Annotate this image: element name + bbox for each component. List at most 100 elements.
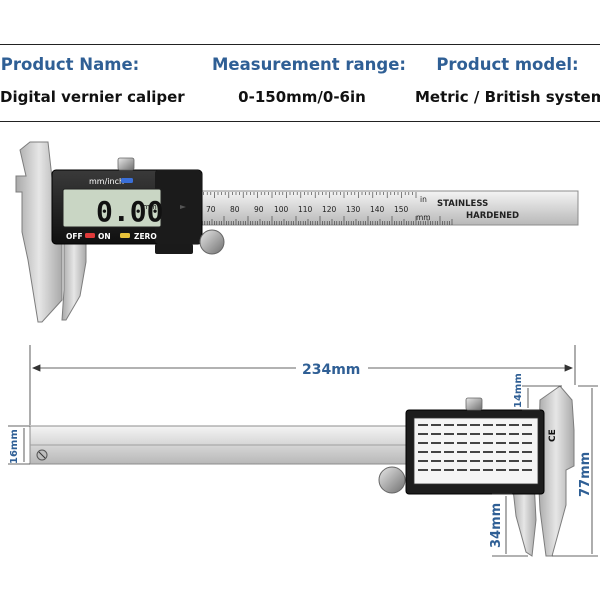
label-text-line bbox=[509, 424, 519, 426]
top-display-body-grip bbox=[155, 170, 201, 244]
scale-num-110: 110 bbox=[298, 205, 313, 214]
label-text-line bbox=[418, 424, 428, 426]
label-text-line bbox=[444, 469, 454, 471]
unit-toggle-button bbox=[121, 178, 133, 183]
beam-text-hardened: HARDENED bbox=[466, 211, 519, 221]
label-text-line bbox=[483, 451, 493, 453]
product-model-label: Product model: bbox=[436, 55, 579, 74]
beam-text-stainless: STAINLESS bbox=[437, 199, 488, 209]
back-label-grid bbox=[418, 424, 532, 471]
label-text-line bbox=[457, 433, 467, 435]
dim-length-label: 234mm bbox=[302, 362, 360, 378]
bottom-thumb-wheel bbox=[378, 466, 406, 494]
label-text-line bbox=[496, 442, 506, 444]
scale-num-70: 70 bbox=[206, 205, 216, 214]
label-text-line bbox=[509, 460, 519, 462]
label-text-line bbox=[509, 442, 519, 444]
top-beam bbox=[194, 190, 579, 226]
measurement-range-value: 0-150mm/0-6in bbox=[238, 88, 366, 106]
top-lock-screw bbox=[117, 157, 135, 171]
dim-total-height-label: 77mm bbox=[578, 452, 593, 497]
label-text-line bbox=[496, 460, 506, 462]
label-text-line bbox=[522, 460, 532, 462]
label-text-line bbox=[483, 460, 493, 462]
scale-num-150: 150 bbox=[394, 205, 409, 214]
lcd-reading: 0.00 bbox=[96, 195, 163, 228]
product-model-value: Metric / British system bbox=[415, 88, 600, 106]
lcd-screen bbox=[62, 188, 162, 228]
label-text-line bbox=[444, 424, 454, 426]
spec-product-name: Product Name: Digital vernier caliper bbox=[0, 45, 185, 121]
label-text-line bbox=[431, 433, 441, 435]
label-text-line bbox=[496, 424, 506, 426]
top-body-bottom-strip bbox=[155, 244, 193, 254]
label-text-line bbox=[522, 433, 532, 435]
label-text-line bbox=[496, 469, 506, 471]
label-text-line bbox=[431, 451, 441, 453]
label-text-line bbox=[444, 460, 454, 462]
lcd-unit: mm bbox=[143, 203, 157, 211]
product-name-label: Product Name: bbox=[0, 55, 140, 74]
caliper-top: 70 80 90 100 110 120 130 140 150 in mm S… bbox=[15, 141, 579, 323]
unit-toggle-label: mm/inch bbox=[89, 177, 124, 186]
label-text-line bbox=[457, 451, 467, 453]
label-text-line bbox=[496, 433, 506, 435]
label-text-line bbox=[418, 433, 428, 435]
label-text-line bbox=[470, 451, 480, 453]
label-text-line bbox=[522, 469, 532, 471]
top-fixed-jaw bbox=[15, 141, 63, 323]
off-button bbox=[85, 233, 95, 238]
top-thumb-wheel bbox=[199, 229, 225, 255]
caliper-bottom: CE bbox=[29, 385, 575, 557]
scale-num-90: 90 bbox=[254, 205, 264, 214]
label-text-line bbox=[522, 424, 532, 426]
label-text-line bbox=[418, 469, 428, 471]
label-text-line bbox=[483, 442, 493, 444]
label-text-line bbox=[431, 424, 441, 426]
label-text-line bbox=[431, 469, 441, 471]
spec-product-model: Product model: Metric / British system bbox=[415, 45, 600, 121]
label-text-line bbox=[483, 424, 493, 426]
dim-upper-jaw-label: 14mm bbox=[513, 373, 524, 408]
bottom-fixed-jaw bbox=[537, 385, 575, 557]
label-text-line bbox=[418, 442, 428, 444]
label-text-line bbox=[457, 442, 467, 444]
label-text-line bbox=[418, 451, 428, 453]
label-text-line bbox=[496, 451, 506, 453]
label-text-line bbox=[444, 442, 454, 444]
product-name-value: Digital vernier caliper bbox=[0, 88, 185, 106]
top-sliding-jaw bbox=[61, 231, 87, 321]
label-text-line bbox=[483, 469, 493, 471]
dim-beam-height-label: 16mm bbox=[9, 429, 20, 464]
label-text-line bbox=[470, 469, 480, 471]
label-text-line bbox=[470, 424, 480, 426]
label-text-line bbox=[444, 451, 454, 453]
on-label: ON bbox=[98, 232, 111, 241]
dimension-lines bbox=[8, 345, 598, 557]
label-text-line bbox=[457, 424, 467, 426]
bottom-lock-screw bbox=[465, 397, 483, 411]
label-text-line bbox=[457, 469, 467, 471]
measurement-range-label: Measurement range: bbox=[212, 55, 407, 74]
beam-end-screw-slot bbox=[38, 451, 46, 459]
unit-in-label: in bbox=[420, 195, 427, 204]
spec-measurement-range: Measurement range: 0-150mm/0-6in bbox=[212, 45, 407, 121]
label-text-line bbox=[509, 469, 519, 471]
label-text-line bbox=[483, 433, 493, 435]
scale-num-100: 100 bbox=[274, 205, 289, 214]
zero-button bbox=[120, 233, 130, 238]
scale-num-140: 140 bbox=[370, 205, 385, 214]
label-text-line bbox=[509, 451, 519, 453]
label-text-line bbox=[522, 451, 532, 453]
label-text-line bbox=[470, 442, 480, 444]
grip-arrow-icon bbox=[180, 205, 186, 209]
scale-num-120: 120 bbox=[322, 205, 337, 214]
dim-lower-jaw-label: 34mm bbox=[489, 503, 504, 548]
spec-table: Product Name: Digital vernier caliper Me… bbox=[0, 44, 600, 122]
label-text-line bbox=[509, 433, 519, 435]
off-label: OFF bbox=[66, 232, 83, 241]
label-text-line bbox=[470, 460, 480, 462]
label-text-line bbox=[444, 433, 454, 435]
label-text-line bbox=[457, 460, 467, 462]
